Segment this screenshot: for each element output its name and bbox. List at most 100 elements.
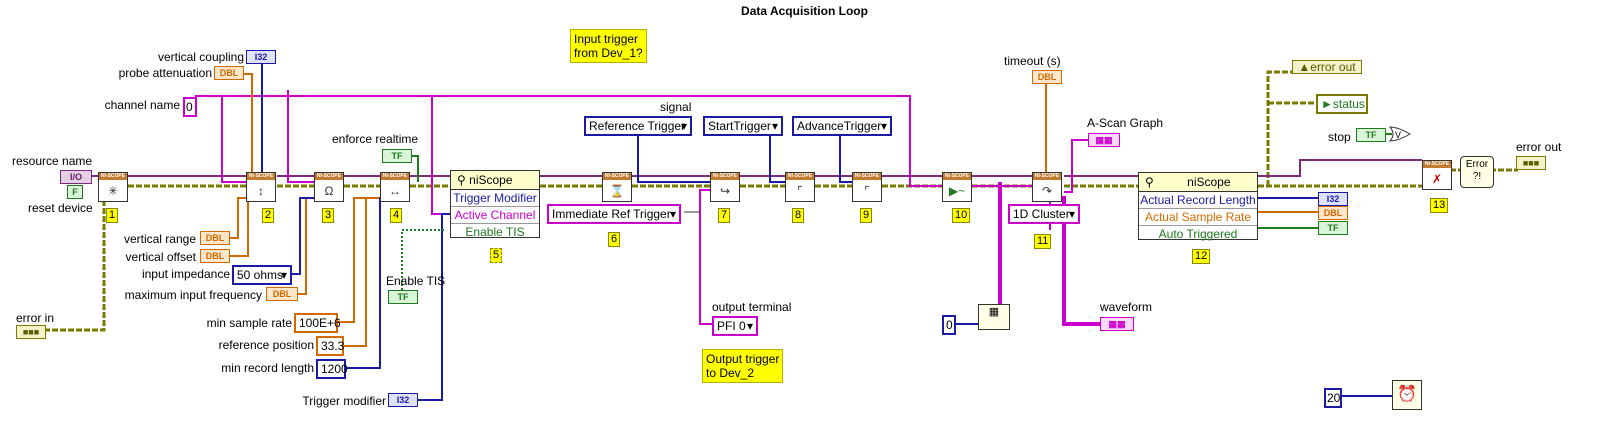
auto-triggered-indicator[interactable]: TF [1318, 221, 1348, 235]
initiate-acquisition-vi[interactable]: NI-SCOPE▶~ [942, 172, 972, 202]
waveform-terminal[interactable]: ▦▦ [1100, 317, 1134, 331]
auto-triggered-row[interactable]: Auto Triggered [1158, 227, 1238, 241]
start-trigger-ring[interactable]: StartTrigger [703, 116, 783, 136]
output-terminal-ring[interactable]: PFI 0 [712, 316, 758, 336]
play-icon: ▶~ [948, 184, 966, 198]
advance-trigger-ring[interactable]: AdvanceTrigger [792, 116, 892, 136]
trigger-node-header: ⚲ niScope [451, 171, 539, 190]
step-number-10: 10 [952, 208, 971, 223]
fetch-type-ring[interactable]: 1D Cluster [1008, 204, 1080, 224]
max-input-frequency-terminal[interactable]: DBL [266, 287, 298, 301]
diagram-title: Data Acquisition Loop [741, 4, 868, 18]
vertical-offset-terminal[interactable]: DBL [200, 249, 230, 263]
input-impedance-dropdown[interactable]: 50 ohms [232, 265, 292, 285]
error-out-local-variable[interactable]: ▲error out [1292, 60, 1362, 74]
init-icon: ✳ [107, 184, 119, 198]
enforce-realtime-constant[interactable]: TF [382, 149, 412, 163]
min-sample-rate-control[interactable]: 100E+6 [294, 313, 341, 333]
label-error-out: error out [1516, 140, 1562, 154]
send-sw-trigger-vi-9[interactable]: NI-SCOPE⌜ [852, 172, 882, 202]
label-a-scan-graph: A-Scan Graph [1087, 116, 1164, 130]
label-min-record-length: min record length [221, 361, 314, 375]
label-timeout: timeout (s) [1004, 54, 1061, 68]
reference-trigger-ring[interactable]: Reference Trigger [584, 116, 692, 136]
error-out-terminal[interactable]: ■■■ [1516, 156, 1546, 170]
vertical-icon: ↕ [258, 184, 264, 198]
export-signal-vi[interactable]: NI-SCOPE↪ [710, 172, 740, 202]
step-number-4: 4 [390, 208, 403, 223]
label-resource-name: resource name [12, 154, 93, 168]
timeout-terminal[interactable]: DBL [1032, 70, 1062, 84]
a-scan-graph-terminal[interactable]: ▦▦ [1088, 133, 1120, 147]
unbundle-status[interactable]: ►status [1316, 94, 1368, 114]
stop-terminal[interactable]: TF [1356, 128, 1386, 142]
close-vi[interactable]: NI-SCOPE✗ [1422, 160, 1452, 190]
trigger-property-node[interactable]: ⚲ niScope Trigger Modifier Active Channe… [450, 170, 540, 239]
vertical-coupling-terminal[interactable]: I32 [246, 50, 276, 64]
fetch-vi[interactable]: NI-SCOPE↷ [1032, 172, 1062, 202]
trigger-modifier-terminal[interactable]: I32 [388, 393, 418, 407]
wait-ms-constant[interactable]: 20 [1324, 388, 1342, 408]
trigger-icon: ⌛ [609, 184, 625, 198]
impedance-icon: Ω [324, 184, 334, 198]
step-number-6: 6 [608, 232, 621, 247]
label-reset-device: reset device [28, 201, 93, 215]
wait-metronome-icon[interactable]: ⏰ [1392, 380, 1422, 410]
immediate-ref-trigger-ring[interactable]: Immediate Ref Trigger [547, 204, 681, 224]
config-trigger-immediate-vi[interactable]: NI-SCOPE⌛ [602, 172, 632, 202]
active-channel-row[interactable]: Active Channel [451, 207, 539, 224]
simple-error-handler[interactable]: Error ?! [1460, 156, 1494, 188]
vertical-range-terminal[interactable]: DBL [200, 231, 230, 245]
resource-name-terminal[interactable]: I/O [60, 170, 92, 184]
min-record-length-control[interactable]: 1200 [316, 359, 348, 379]
svg-text:V: V [1395, 130, 1401, 140]
init-vi[interactable]: NI-SCOPE✳ [98, 172, 128, 202]
label-channel-name: channel name [104, 98, 180, 112]
sw-trigger-icon: ⌜ [797, 184, 803, 198]
error-in-terminal[interactable]: ■■■ [16, 325, 46, 339]
config-vertical-vi[interactable]: NI-SCOPE↕ [246, 172, 276, 202]
acquisition-property-node[interactable]: ⚲ niScope Actual Record Length Actual Sa… [1138, 172, 1258, 241]
label-vertical-coupling: vertical coupling [157, 50, 244, 64]
step-number-7: 7 [718, 208, 731, 223]
enable-tis-row[interactable]: Enable TIS [465, 225, 525, 239]
record-length-indicator[interactable]: I32 [1318, 192, 1348, 206]
acq-node-header: ⚲ niScope [1139, 173, 1257, 192]
step-number-8: 8 [792, 208, 805, 223]
label-error-in: error in [16, 311, 55, 325]
probe-attenuation-terminal[interactable]: DBL [214, 66, 244, 80]
label-waveform: waveform [1100, 300, 1153, 314]
actual-record-length-row[interactable]: Actual Record Length [1139, 193, 1257, 209]
label-min-sample-rate: min sample rate [206, 316, 292, 330]
send-sw-trigger-vi-8[interactable]: NI-SCOPE⌜ [785, 172, 815, 202]
config-horizontal-timing-vi[interactable]: NI-SCOPE↔ [380, 172, 410, 202]
array-index-constant[interactable]: 0 [942, 315, 956, 335]
label-trigger-modifier: Trigger modifier [302, 394, 386, 408]
enable-tis-terminal[interactable]: TF [388, 290, 418, 304]
wrench-icon: ⚲ [1145, 175, 1154, 189]
channel-name-control[interactable]: 0 [183, 97, 197, 117]
or-function-icon: V [1388, 126, 1411, 142]
horizontal-icon: ↔ [389, 184, 401, 198]
step-number-11: 11 [1034, 234, 1052, 249]
label-input-impedance: input impedance [141, 267, 230, 281]
reset-device-constant[interactable]: F [67, 185, 83, 199]
step-number-13: 13 [1430, 198, 1449, 213]
sw-trigger-icon: ⌜ [864, 184, 870, 198]
label-signal: signal [660, 100, 692, 114]
export-icon: ↪ [719, 184, 731, 198]
label-enable-tis: Enable TIS [386, 274, 446, 288]
index-array-icon[interactable]: ▦ [978, 304, 1010, 330]
session-wire [92, 159, 1422, 177]
step-number-12: 12 [1192, 249, 1211, 264]
reference-position-control[interactable]: 33.3 [316, 336, 344, 356]
step-number-1: 1 [106, 208, 119, 223]
step-number-9: 9 [860, 208, 873, 223]
actual-sample-rate-row[interactable]: Actual Sample Rate [1139, 209, 1257, 226]
label-maximum-input-frequency: maximum input frequency [124, 288, 262, 302]
trigger-modifier-row[interactable]: Trigger Modifier [451, 190, 539, 207]
close-icon: ✗ [1431, 172, 1443, 186]
sample-rate-indicator[interactable]: DBL [1318, 206, 1348, 220]
wrench-icon: ⚲ [457, 173, 466, 187]
